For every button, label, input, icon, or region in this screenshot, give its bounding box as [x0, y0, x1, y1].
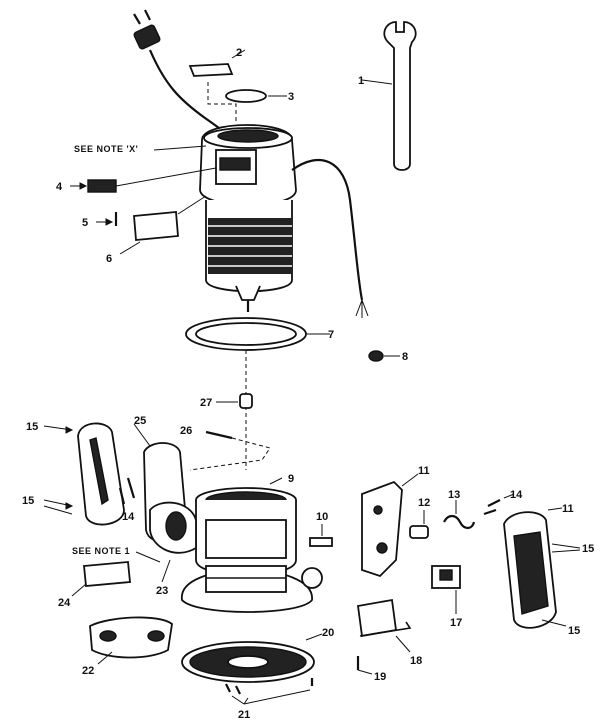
- callout-17: 17: [450, 617, 462, 629]
- part-5-screw: [96, 212, 118, 226]
- part-14-screws-left: [118, 477, 136, 505]
- part-13-spring: [443, 500, 476, 530]
- part-15-handle-left: [43, 422, 125, 526]
- callout-25: 25: [134, 415, 146, 427]
- part-2-label: [188, 49, 246, 122]
- callout-15-bottom-left: 15: [22, 495, 34, 507]
- callout-21: 21: [238, 709, 250, 721]
- callout-3: 3: [288, 91, 294, 103]
- part-10-pin: [309, 524, 333, 547]
- part-21-screws: [225, 678, 314, 705]
- part-1-wrench: [361, 21, 417, 171]
- callout-24: 24: [58, 597, 71, 609]
- callout-20: 20: [322, 627, 334, 639]
- callout-11-handle: 11: [562, 503, 574, 515]
- part-19-screw: [356, 656, 373, 675]
- motor-housing: [199, 124, 369, 318]
- part-20-subbase: [181, 633, 323, 683]
- callout-18: 18: [410, 655, 422, 667]
- callout-14-right: 14: [510, 489, 523, 501]
- part-3-disc: [225, 89, 287, 103]
- part-8-nut: [368, 350, 400, 362]
- part-12-knob: [409, 510, 429, 539]
- motor-windings: [208, 218, 292, 274]
- part-6-label: [119, 195, 207, 255]
- callout-14-left: 14: [122, 511, 135, 523]
- callout-8: 8: [402, 351, 408, 363]
- callout-11-bracket: 11: [418, 465, 430, 477]
- note-x: SEE NOTE 'X': [74, 144, 138, 154]
- part-7-ring: [185, 317, 330, 351]
- callout-7: 7: [328, 329, 334, 341]
- part-14-screws-right: [483, 493, 515, 516]
- callout-9: 9: [288, 473, 294, 485]
- callout-23: 23: [156, 585, 168, 597]
- note-1: SEE NOTE 1: [72, 546, 130, 556]
- callout-15-top-left: 15: [26, 421, 38, 433]
- callout-13: 13: [448, 489, 460, 501]
- callout-1: 1: [358, 75, 364, 87]
- callout-19: 19: [374, 671, 386, 683]
- part-22-cover: [89, 616, 173, 665]
- callout-27: 27: [200, 397, 212, 409]
- callout-22: 22: [82, 665, 94, 677]
- callout-5: 5: [82, 217, 88, 229]
- base-assembly: [149, 477, 323, 613]
- callout-15-right: 15: [582, 543, 594, 555]
- part-24-label: [71, 561, 131, 597]
- part-17-clamp: [431, 565, 461, 614]
- callout-26: 26: [180, 425, 192, 437]
- callout-15-bottom-right: 15: [568, 625, 580, 637]
- callout-12: 12: [418, 497, 430, 509]
- callout-2: 2: [236, 47, 242, 59]
- part-27-collet: [216, 393, 253, 409]
- callout-6: 6: [106, 253, 112, 265]
- callout-10: 10: [316, 511, 328, 523]
- part-11-handle-right: [503, 507, 581, 629]
- part-11-bracket: [361, 473, 419, 578]
- part-18-depth-stop: [356, 598, 412, 653]
- part-4-switch: [70, 167, 217, 193]
- callout-4: 4: [56, 181, 63, 193]
- part-26-screw: [189, 430, 271, 471]
